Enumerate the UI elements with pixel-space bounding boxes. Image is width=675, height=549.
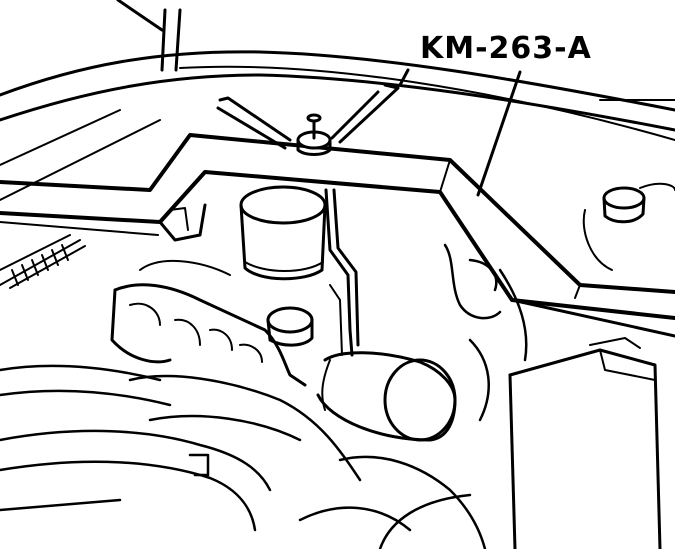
hook-rod <box>324 188 360 357</box>
right-cap <box>582 182 675 271</box>
callout-leader <box>398 68 522 197</box>
part-number-label: KM-263-A <box>420 31 592 66</box>
hoses <box>0 364 487 549</box>
v-bracket <box>216 83 400 156</box>
battery <box>508 337 662 549</box>
engine-block <box>110 259 314 387</box>
air-intake <box>316 351 457 442</box>
hood-frame <box>0 0 675 201</box>
grille-slats <box>0 234 86 289</box>
reservoir-cap <box>239 185 327 281</box>
strut-tower <box>443 243 528 422</box>
